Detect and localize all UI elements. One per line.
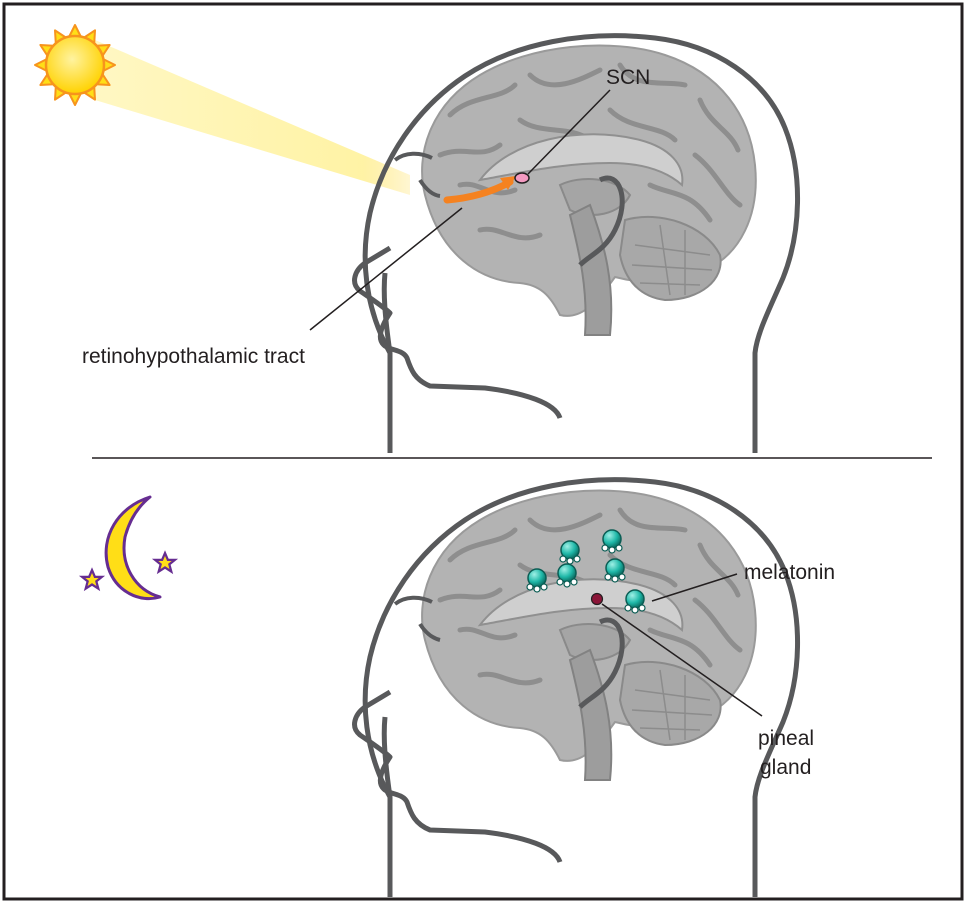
scn-dot	[515, 173, 529, 183]
melatonin-label: melatonin	[744, 561, 835, 584]
pineal-label-line1: pineal	[758, 727, 814, 750]
melatonin-molecule-icon	[625, 590, 645, 613]
retinohypothalamic-tract-label: retinohypothalamic tract	[82, 345, 305, 368]
melatonin-molecule-icon	[527, 569, 547, 592]
melatonin-molecule-icon	[602, 530, 622, 553]
pineal-gland-dot	[592, 594, 603, 605]
melatonin-molecule-icon	[605, 559, 625, 582]
melatonin-molecule-icon	[560, 541, 580, 564]
scn-label: SCN	[606, 66, 650, 89]
melatonin-molecule-icon	[557, 564, 577, 587]
pineal-label-line2: gland	[760, 756, 811, 779]
